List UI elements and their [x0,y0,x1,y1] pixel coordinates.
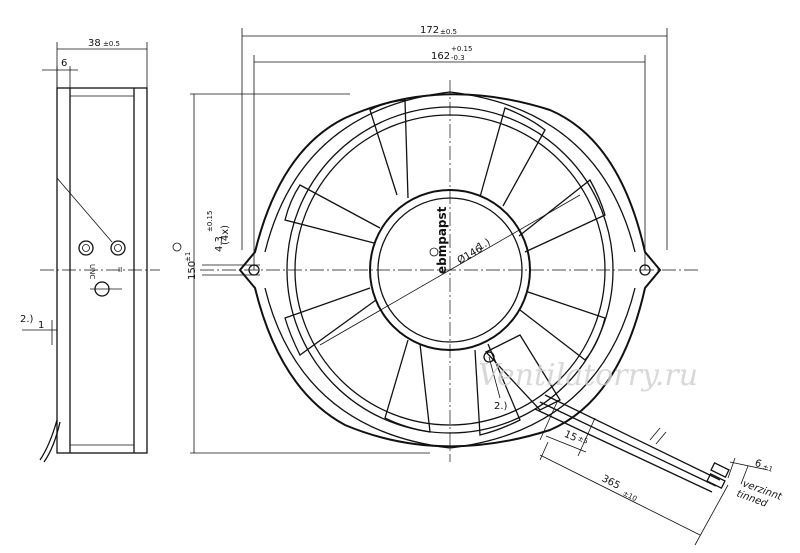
impeller-blades [284,99,606,436]
blade-4 [519,291,606,361]
dim-365-line [539,454,701,536]
blade-5 [474,343,521,436]
wire-end-1 [710,462,730,478]
dim-hole-count: (4x) [220,225,231,245]
dim-365-tol: ±10 [621,489,638,503]
dim-162-tol-upper: +0.15 [451,45,472,53]
blade-8 [284,184,381,244]
note-2-side: 2.) [20,314,34,325]
cable-line-1 [544,394,721,481]
side-cable-1 [39,419,58,461]
dim-172-value: 172 [420,25,439,36]
side-screw-left [78,240,94,256]
dim-365-value: 365 [600,473,622,491]
blade-3 [518,179,606,253]
blade-6 [384,339,431,433]
wire-end-2 [706,473,726,489]
dim-6w-line [729,461,769,471]
dim-365-ext-1 [539,441,549,461]
brand-logo: ebmpapst [435,206,449,274]
dim-162-tol-lower: -0.3 [451,54,465,62]
note-2-front: 2.) [494,401,508,412]
dim-15-ext-1 [539,399,559,441]
side-view: UNC II 38 ±0.5 6 2.) 1 [20,38,160,463]
dim-15-line [545,435,587,453]
dim-6w-tol: ±1 [761,463,773,474]
side-screw-right [110,240,126,256]
note-2-leader [488,356,501,399]
side-leader-line [56,177,113,243]
dim-162-value: 162 [431,51,450,62]
side-screw-left-inner [82,244,90,252]
cable-break-marks [649,427,667,445]
housing-outline [238,93,662,448]
side-frame-outline [56,87,148,454]
watermark: Ventilatorry.ru [478,358,698,393]
side-cable-2 [43,421,61,463]
dim-hole-value: 4.3 [214,236,225,252]
blade-2 [479,107,546,207]
side-marking-unc: UNC [88,264,96,279]
cable-line-3 [534,408,713,493]
cable-exit-boot [484,334,561,411]
dim-1-value: 1 [38,320,44,331]
dim-150-value: 150 [187,261,198,280]
dim-15-value: 15 [562,429,578,444]
dim-38-tol: ±0.5 [103,40,120,48]
blade-1 [369,99,409,199]
dim-6-value: 6 [61,58,67,69]
dim-6w-ext-2 [740,465,749,485]
side-screw-right-inner [114,244,122,252]
dim-15-tol: ±5 [576,434,589,446]
dim-150-tol: ±1 [184,252,192,262]
front-view: 150 ±1 172 ±0.5 162 +0.15 -0.3 4.3 ±0.15… [172,25,784,546]
side-marking-ii: II [118,266,122,274]
hub-diameter-line [319,194,581,346]
symbol-circle-left [172,242,182,252]
dim-38-value: 38 [88,38,101,49]
dim-365-ext-2 [694,484,729,546]
symbol-circle-hub [429,247,439,257]
cable-exit-screw [483,351,495,363]
dim-hole-tol: ±0.15 [206,211,214,232]
dim-6w-ext-1 [727,457,736,479]
blade-7 [284,287,377,356]
cable-line-2 [539,401,717,487]
dim-172-tol: ±0.5 [440,28,457,36]
dim-6w-value: 6 [753,458,763,471]
